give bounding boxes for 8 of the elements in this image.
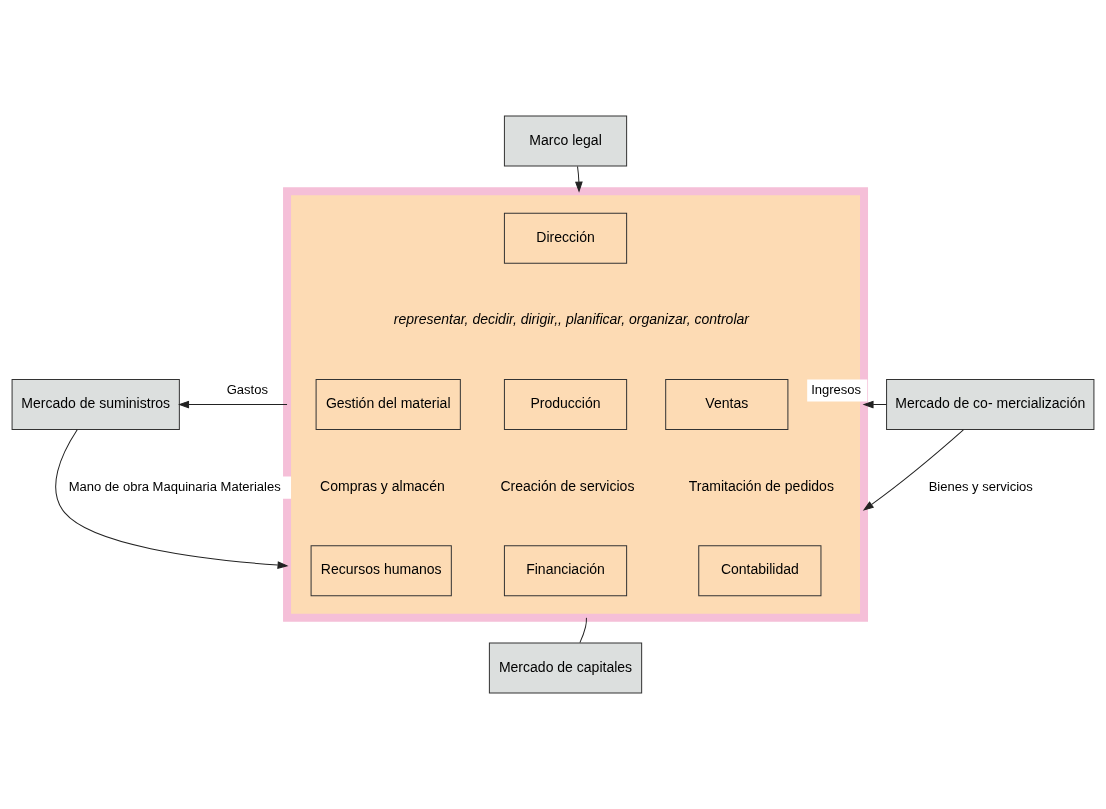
label: Tramitación de pedidos <box>688 478 834 495</box>
edge-label: Ingresos <box>811 381 862 397</box>
edge-label: Mano de obra Maquinaria Materiales <box>68 479 281 495</box>
label: Creación de servicios <box>500 478 635 495</box>
edge-label: Gastos <box>226 381 268 397</box>
label: representar, decidir, dirigir,, planificar, organizar, controlar <box>393 311 749 328</box>
edge-label: Bienes y servicios <box>928 479 1033 495</box>
label: Compras y almacén <box>320 478 445 495</box>
